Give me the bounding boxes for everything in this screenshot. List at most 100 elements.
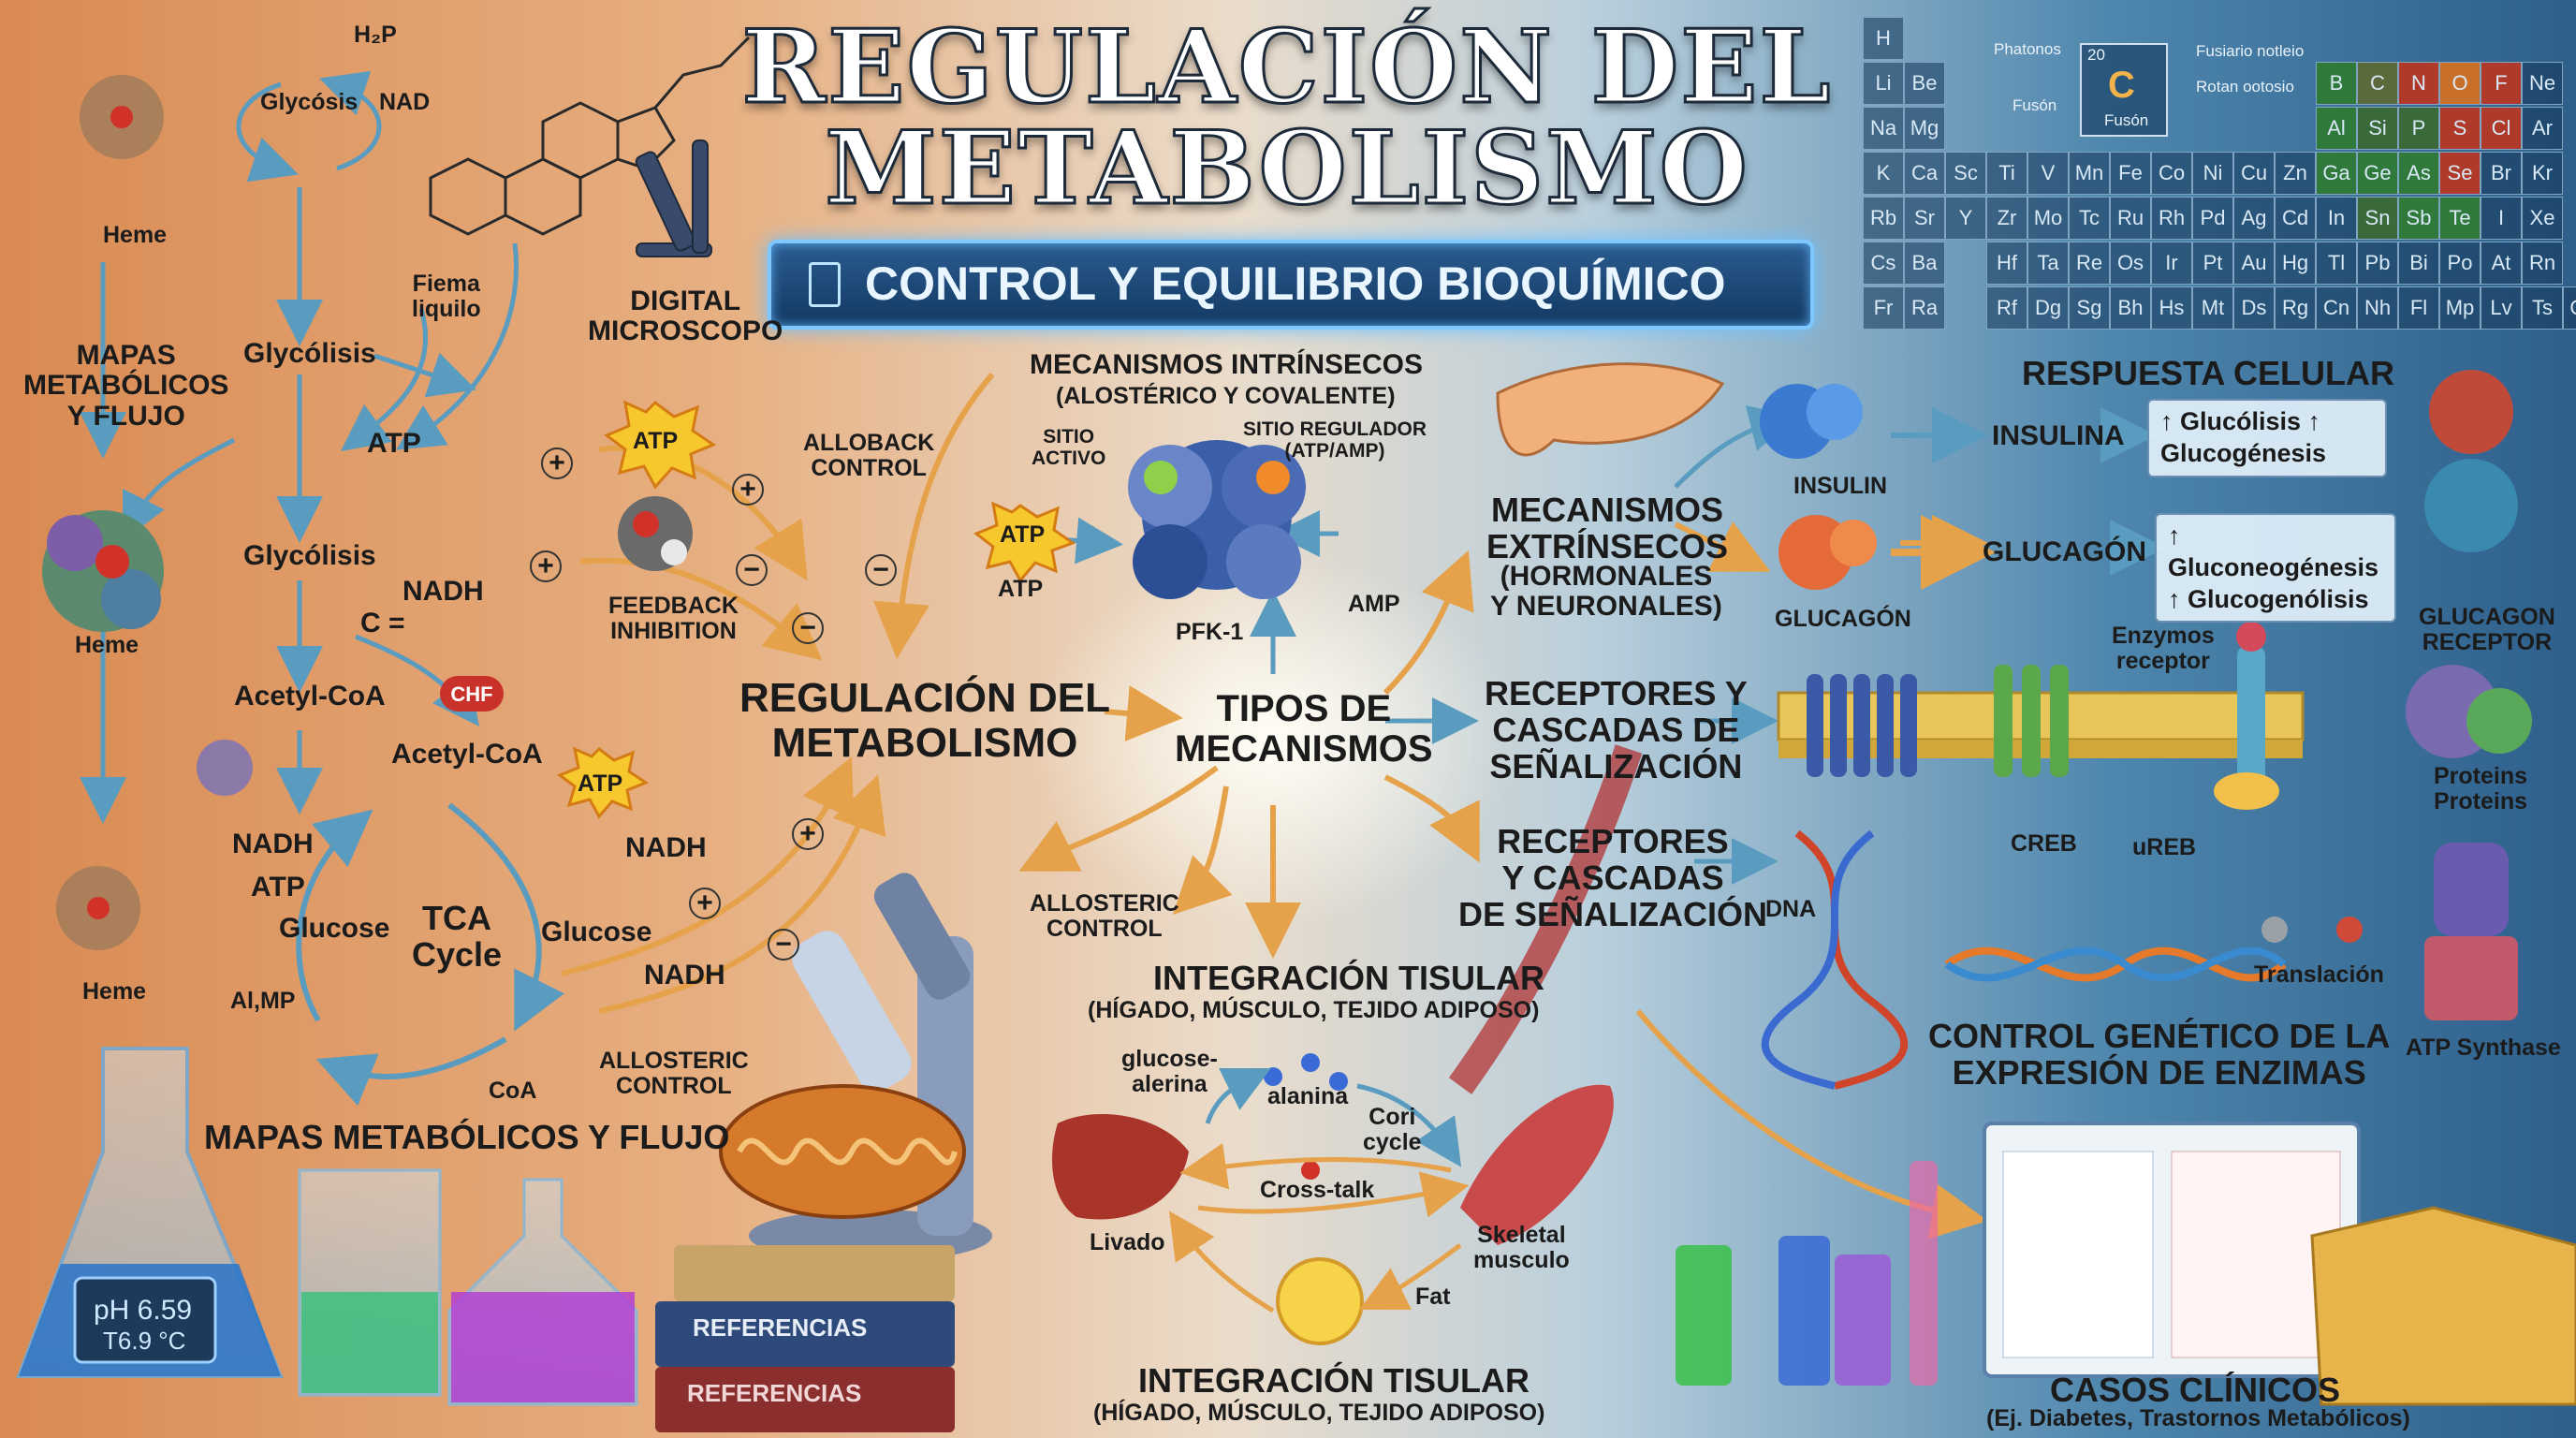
element-cell: Ar	[2522, 107, 2563, 150]
label-dna: DNA	[1765, 896, 1817, 922]
label-nadh-1: NADH	[402, 576, 484, 607]
element-cell: Pt	[2192, 242, 2233, 285]
right-proteins	[2406, 370, 2532, 1020]
label-creb: CREB	[2011, 830, 2077, 857]
label-alloback: ALLOBACK CONTROL	[803, 430, 935, 481]
element-cell: Zn	[2275, 152, 2316, 195]
clinical-documents	[1983, 1122, 2576, 1406]
label-acetyl-2: Acetyl-CoA	[391, 739, 543, 770]
element-cell: Rb	[1863, 197, 1904, 240]
label-coa: CoA	[489, 1078, 537, 1104]
label-tissue-title: INTEGRACIÓN TISULAR	[1153, 959, 1544, 997]
label-respuesta-title: RESPUESTA CELULAR	[2022, 354, 2395, 392]
dna-helix	[1761, 829, 2287, 1090]
microscope-small	[635, 139, 712, 257]
element-cell: Mp	[2439, 286, 2481, 330]
label-tissue-bottom-sub: (HÍGADO, MÚSCULO, TEJIDO ADIPOSO)	[1093, 1400, 1545, 1426]
label-glycosis-top: Glycósis	[260, 89, 359, 115]
subtitle-banner: CONTROL Y EQUILIBRIO BIOQUÍMICO	[768, 240, 1814, 330]
element-cell: V	[2027, 152, 2069, 195]
label-proteins: Proteins Proteins	[2434, 763, 2528, 814]
insulin-response-box: ↑ Glucólisis ↑ Glucogénesis	[2147, 399, 2387, 477]
element-cell: Sr	[1904, 197, 1945, 240]
label-extrinsic-title: MECANISMOS EXTRÍNSECOS	[1486, 491, 1729, 565]
label-nadh-2: NADH	[232, 829, 314, 859]
minus-sign: −	[792, 612, 824, 644]
element-cell: Ge	[2357, 152, 2398, 195]
element-cell: Os	[2110, 242, 2151, 285]
label-intrinsic-sub: (ALOSTÉRICO Y COVALENTE)	[1056, 383, 1396, 409]
label-nad: NAD	[379, 89, 431, 115]
element-cell: Ts	[2522, 286, 2563, 330]
element-cell: Cd	[2275, 197, 2316, 240]
plus-sign: +	[530, 550, 562, 582]
label-cases-title: CASOS CLÍNICOS	[2050, 1371, 2341, 1409]
center-glow	[1030, 552, 1516, 927]
label-glucagon-receptor: GLUCAGON RECEPTOR	[2419, 604, 2555, 655]
mitochondrion	[719, 1084, 966, 1219]
element-cell: Ds	[2233, 286, 2275, 330]
label-heme-top: Heme	[103, 222, 168, 248]
atp-starbursts	[556, 400, 1076, 819]
element-cell: Au	[2233, 242, 2275, 285]
element-cell: Zr	[1986, 197, 2027, 240]
title-line-2: METABOLISMO	[824, 110, 1749, 227]
element-cell: Na	[1863, 107, 1904, 150]
minus-sign: −	[865, 554, 897, 586]
label-intrinsic-atp: ATP	[998, 576, 1044, 602]
element-cell: Ru	[2110, 197, 2151, 240]
response-arrows	[1891, 407, 2166, 576]
element-cell: Qg	[2563, 286, 2576, 330]
pt-fusiario: Fusiario notleio	[2196, 42, 2305, 60]
element-cell: Co	[2151, 152, 2192, 195]
label-sitio-regulador: SITIO REGULADOR (ATP/AMP)	[1243, 418, 1427, 462]
label-receptores-1: RECEPTORES Y CASCADAS DE SEÑALIZACIÓN	[1485, 674, 1748, 785]
label-ureb: uREB	[2132, 834, 2197, 860]
label-heme-bottom: Heme	[82, 978, 147, 1005]
element-cell: Cn	[2316, 286, 2357, 330]
element-cell: Po	[2439, 242, 2481, 285]
label-translacion: Translación	[2254, 961, 2384, 988]
label-glucose-1: Glucose	[279, 913, 390, 944]
label-livado: Livado	[1090, 1229, 1165, 1255]
pt-symbol: C	[2108, 65, 2135, 106]
label-fat: Fat	[1415, 1284, 1451, 1310]
label-glucose-alanine: glucose- alerina	[1121, 1046, 1218, 1097]
label-tissue-bottom-title: INTEGRACIÓN TISULAR	[1138, 1361, 1530, 1400]
element-cell: Ga	[2316, 152, 2357, 195]
label-amp: Al,MP	[230, 988, 296, 1014]
element-cell: Kr	[2522, 152, 2563, 195]
element-cell: Ca	[1904, 152, 1945, 195]
label-skeletal: Skeletal musculo	[1473, 1222, 1570, 1273]
label-atp-badge: ATP	[578, 770, 623, 797]
element-cell: B	[2316, 62, 2357, 105]
label-heme-mid: Heme	[75, 632, 139, 658]
label-allosteric-left: ALLOSTERIC CONTROL	[599, 1048, 749, 1099]
element-cell: Rf	[1986, 286, 2027, 330]
element-cell: I	[2481, 197, 2522, 240]
glucagon-response-box: ↑ Gluconeogénesis ↑ Glucogenólisis	[2155, 513, 2396, 624]
element-cell: Pd	[2192, 197, 2233, 240]
element-cell: Nh	[2357, 286, 2398, 330]
element-cell: H	[1863, 17, 1904, 60]
element-cell: Fe	[2110, 152, 2151, 195]
element-cell: Y	[1945, 197, 1986, 240]
element-cell: K	[1863, 152, 1904, 195]
element-cell: S	[2439, 107, 2481, 150]
label-temp: T6.9 °C	[103, 1327, 186, 1355]
element-cell: Mt	[2192, 286, 2233, 330]
element-cell: Cs	[1863, 242, 1904, 285]
lab-flasks	[16, 1047, 1938, 1406]
element-cell: Tl	[2316, 242, 2357, 285]
label-atp-synthase: ATP Synthase	[2406, 1034, 2561, 1061]
label-enzymos: Enzymos receptor	[2112, 623, 2215, 674]
element-cell: Xe	[2522, 197, 2563, 240]
element-cell: Hg	[2275, 242, 2316, 285]
label-genetic-title: CONTROL GENÉTICO DE LA EXPRESIÓN DE ENZI…	[1928, 1017, 2391, 1092]
pt-number: 20	[2087, 46, 2105, 64]
label-tissue-sub: (HÍGADO, MÚSCULO, TEJIDO ADIPOSO)	[1088, 997, 1540, 1023]
element-cell: Bi	[2398, 242, 2439, 285]
label-sitio-activo: SITIO ACTIVO	[1032, 426, 1106, 469]
label-chf: CHF	[450, 682, 493, 706]
